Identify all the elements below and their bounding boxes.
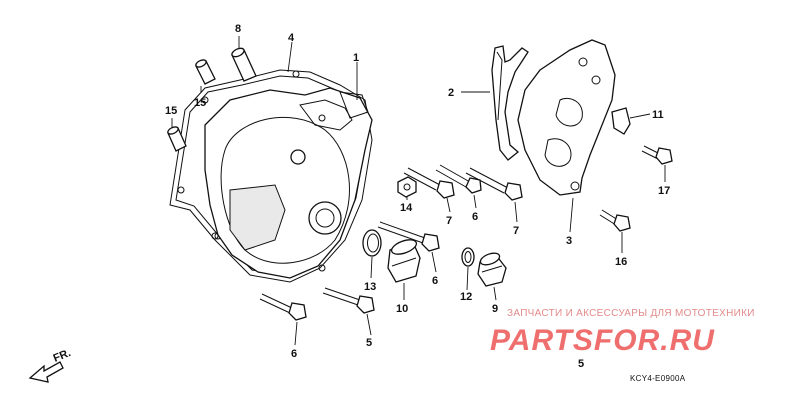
plug-10 <box>387 239 421 283</box>
nut-14 <box>397 176 417 198</box>
o-ring-13 <box>362 229 382 257</box>
label-part-5-right: 5 <box>578 358 584 370</box>
label-part-6-upper: 6 <box>472 211 478 223</box>
left-crankcase-cover <box>204 87 373 279</box>
dowel-pin-8 <box>231 47 257 82</box>
label-part-3: 3 <box>566 235 572 247</box>
leader-lines <box>171 36 666 346</box>
label-part-15-lower: 15 <box>165 105 177 117</box>
label-part-11: 11 <box>652 109 664 121</box>
label-part-9: 9 <box>492 303 498 315</box>
label-part-17: 17 <box>658 185 670 197</box>
o-ring-12 <box>461 247 475 267</box>
plug-9 <box>477 252 507 287</box>
label-part-15-upper: 15 <box>194 97 206 109</box>
label-part-4: 4 <box>288 32 295 44</box>
label-part-7-right: 7 <box>513 225 519 237</box>
bolt-7-right <box>465 167 523 201</box>
bolt-7-left <box>403 167 455 199</box>
watermark: ЗАПЧАСТИ И АКСЕССУАРЫ ДЛЯ МОТОТЕХНИКИ PA… <box>490 308 755 357</box>
cover-plate-2 <box>491 45 529 161</box>
dowel-pin-15-lower <box>167 126 187 152</box>
bolt-17 <box>641 145 673 165</box>
label-part-6-lower: 6 <box>291 348 297 360</box>
front-direction-marker: FR. <box>28 347 73 383</box>
diagram-code: KCY4-E0900A <box>630 374 686 383</box>
bolt-6-middle <box>377 221 440 252</box>
dowel-pin-15-upper <box>195 59 216 85</box>
front-marker-label: FR. <box>52 347 73 365</box>
label-part-1: 1 <box>353 52 359 64</box>
bolt-6-bottom <box>322 287 375 314</box>
label-part-10: 10 <box>396 303 408 315</box>
cover-plate-3 <box>517 39 616 196</box>
watermark-tagline: ЗАПЧАСТИ И АКСЕССУАРЫ ДЛЯ МОТОТЕХНИКИ <box>507 308 755 319</box>
front-arrow-icon <box>28 361 64 383</box>
watermark-logo: PARTSFOR.RU <box>490 324 715 357</box>
label-part-13: 13 <box>364 281 376 293</box>
label-part-5-left: 5 <box>366 337 372 349</box>
label-part-7-left: 7 <box>446 215 452 227</box>
bolt-6-lower <box>259 293 307 321</box>
label-part-8: 8 <box>235 23 241 35</box>
label-part-16: 16 <box>615 256 627 268</box>
bolt-16 <box>599 209 631 232</box>
label-part-14: 14 <box>400 202 413 214</box>
label-part-12: 12 <box>460 291 472 303</box>
clip-11 <box>611 107 631 135</box>
label-part-2: 2 <box>448 87 454 99</box>
label-part-6-middle: 6 <box>432 275 438 287</box>
part-labels: 1 4 8 15 15 2 11 17 3 16 14 7 6 7 6 13 1… <box>165 23 670 370</box>
